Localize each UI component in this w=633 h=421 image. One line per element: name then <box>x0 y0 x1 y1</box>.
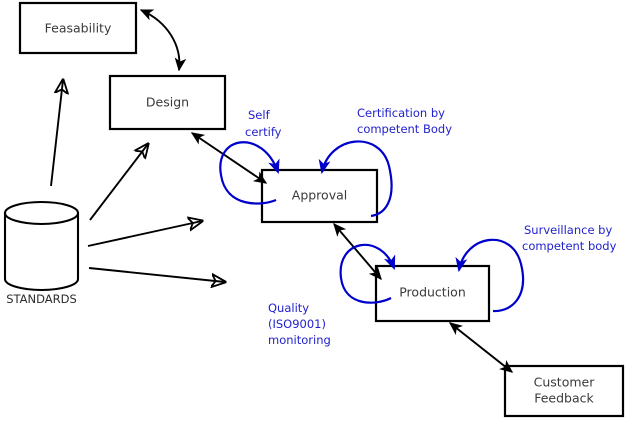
node-label-customer-feedback-line2: Feedback <box>534 391 594 406</box>
data-store-standards[interactable]: STANDARDS <box>3 200 80 306</box>
annotation-quality-line1: Quality <box>268 301 309 315</box>
node-box-production[interactable] <box>374 264 491 323</box>
flow-standards-approval <box>87 221 202 247</box>
data-store-label-standards: STANDARDS <box>6 292 77 306</box>
node-label-production: Production <box>399 285 466 300</box>
flow-approval-production <box>333 222 382 281</box>
annotation-self-certify: Self certify <box>245 108 282 139</box>
node-design[interactable]: Design <box>108 74 227 131</box>
node-label-approval: Approval <box>292 188 347 203</box>
node-label-customer-feedback-line1: Customer <box>534 375 596 390</box>
flow-production-customer-feedback <box>448 322 514 373</box>
loop-approval-self-certify <box>219 141 280 205</box>
node-production[interactable]: Production <box>374 264 491 323</box>
annotation-surveillance-line1: Surveillance by <box>524 223 612 237</box>
annotation-surveillance-by-competent-body: Surveillance by competent body <box>522 223 617 253</box>
node-label-feasability: Feasability <box>45 21 112 36</box>
flow-standards-production <box>88 267 225 282</box>
loop-production-surveillance <box>455 238 524 313</box>
annotation-certification-line2: competent Body <box>357 122 452 136</box>
node-approval[interactable]: Approval <box>260 168 379 224</box>
node-label-design: Design <box>146 95 189 110</box>
cylinder-top <box>3 200 80 226</box>
node-feasability[interactable]: Feasability <box>18 1 138 55</box>
annotation-surveillance-line2: competent body <box>522 239 617 253</box>
flow-standards-design <box>89 144 148 221</box>
annotation-quality-line3: monitoring <box>268 333 331 347</box>
annotation-self-certify-line2: certify <box>245 125 282 139</box>
annotation-quality-line2: (ISO9001) <box>268 317 326 331</box>
annotation-certification-line1: Certification by <box>357 106 445 120</box>
node-box-feasability[interactable] <box>18 1 138 55</box>
node-customer-feedback[interactable]: Customer Feedback <box>503 364 625 418</box>
flow-design-approval <box>190 132 268 184</box>
annotation-quality-iso9001-monitoring: Quality (ISO9001) monitoring <box>268 301 331 347</box>
node-box-design[interactable] <box>108 74 227 131</box>
cylinder-body <box>3 211 80 292</box>
loop-production-quality <box>339 243 396 304</box>
annotation-certification-by-competent-body: Certification by competent Body <box>357 106 452 136</box>
flow-standards-feasability <box>50 80 63 187</box>
annotation-self-certify-line1: Self <box>248 108 271 122</box>
node-box-customer-feedback[interactable] <box>503 364 625 418</box>
flow-feasability-design <box>139 9 187 72</box>
loop-approval-certification <box>318 140 393 218</box>
